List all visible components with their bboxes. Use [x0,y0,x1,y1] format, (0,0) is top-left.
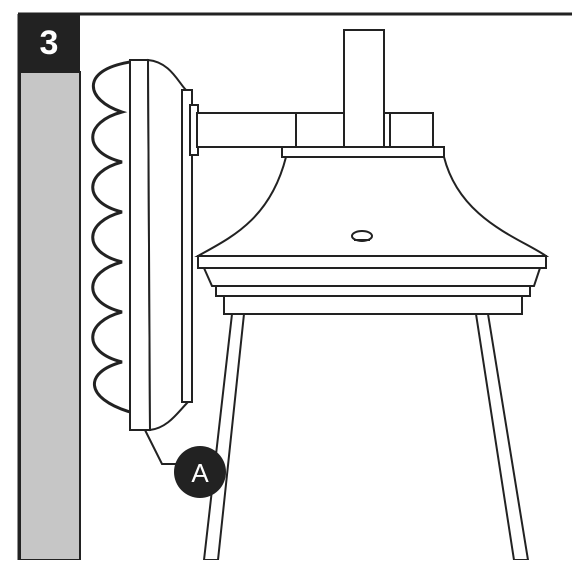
lantern-hood [194,156,550,257]
lantern-arm [196,112,434,148]
step-number-badge: 3 [18,14,80,72]
callout-a-marker [174,446,226,498]
frame-leg-left [202,313,246,561]
wall-surface [19,71,81,561]
backplate-front [129,59,152,431]
lantern-post [343,29,385,155]
hood-lower-band [202,267,542,287]
hood-band [197,255,547,269]
frame-ring [223,295,523,315]
frame-leg-right [474,313,530,561]
backplate-rim [181,89,193,403]
hood-collar [281,146,445,158]
callout-a-label: A [191,458,209,488]
callout-leader-line [144,429,178,465]
wire-coil [91,60,131,414]
frame-top-ring [215,285,531,297]
